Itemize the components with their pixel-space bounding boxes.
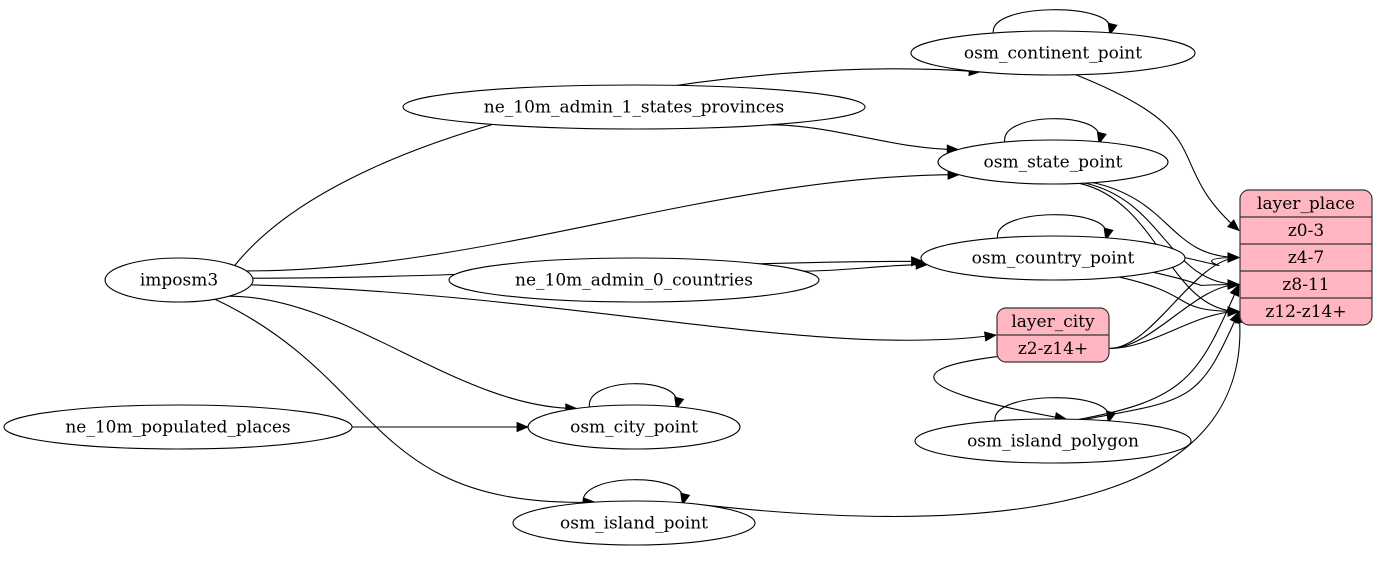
- node-label: osm_island_polygon: [967, 432, 1139, 452]
- record-layer: layer_place z0-3 z4-7 z8-11 z12-z14+ layer_ci…: [996, 189, 1373, 363]
- record-row-label[interactable]: z2-z14+: [1018, 339, 1088, 359]
- record-row-label[interactable]: z8-11: [1282, 275, 1329, 295]
- node-ne_10m_admin_0_countries[interactable]: ne_10m_admin_0_countries: [448, 257, 820, 303]
- node-osm_continent_point[interactable]: osm_continent_point: [910, 30, 1196, 76]
- record-row-label[interactable]: z0-3: [1288, 221, 1324, 241]
- node-label: ne_10m_populated_places: [65, 418, 290, 438]
- node-label: osm_state_point: [984, 153, 1123, 173]
- node-label: imposm3: [140, 271, 218, 291]
- node-shape: [512, 500, 756, 546]
- node-label: osm_country_point: [972, 249, 1135, 269]
- node-imposm3[interactable]: imposm3: [104, 257, 254, 303]
- node-ne_10m_admin_1_states_provinces[interactable]: ne_10m_admin_1_states_provinces: [402, 84, 866, 130]
- record-row-label[interactable]: z12-z14+: [1265, 302, 1346, 322]
- node-shape: [448, 257, 820, 303]
- edge-layer: [214, 9, 1246, 517]
- node-shape: [3, 404, 353, 450]
- node-ne_10m_populated_places[interactable]: ne_10m_populated_places: [3, 404, 353, 450]
- node-osm_state_point[interactable]: osm_state_point: [937, 139, 1169, 185]
- node-shape: [914, 418, 1192, 464]
- record-row-label[interactable]: z4-7: [1288, 248, 1324, 268]
- record-body: [1239, 189, 1373, 326]
- record-node-layer_city[interactable]: layer_city z2-z14+: [996, 307, 1110, 363]
- record-header-label: layer_place: [1257, 194, 1355, 214]
- node-osm_city_point[interactable]: osm_city_point: [527, 404, 741, 450]
- node-label: ne_10m_admin_0_countries: [515, 271, 753, 291]
- node-layer: imposm3 ne_10m_admin_1_states_provincesne…: [3, 30, 1196, 546]
- node-osm_island_polygon[interactable]: osm_island_polygon: [914, 418, 1192, 464]
- node-shape: [402, 84, 866, 130]
- record-header-label: layer_city: [1011, 312, 1095, 332]
- node-shape: [920, 235, 1186, 281]
- node-label: osm_city_point: [570, 418, 698, 438]
- node-osm_country_point[interactable]: osm_country_point: [920, 235, 1186, 281]
- record-node-layer_place[interactable]: layer_place z0-3 z4-7 z8-11 z12-z14+: [1239, 189, 1373, 326]
- node-osm_island_point[interactable]: osm_island_point: [512, 500, 756, 546]
- node-shape: [910, 30, 1196, 76]
- node-shape: [527, 404, 741, 450]
- node-shape: [937, 139, 1169, 185]
- node-shape: [104, 257, 254, 303]
- node-label: osm_island_point: [560, 514, 708, 534]
- node-label: ne_10m_admin_1_states_provinces: [484, 98, 784, 118]
- node-label: osm_continent_point: [964, 44, 1142, 64]
